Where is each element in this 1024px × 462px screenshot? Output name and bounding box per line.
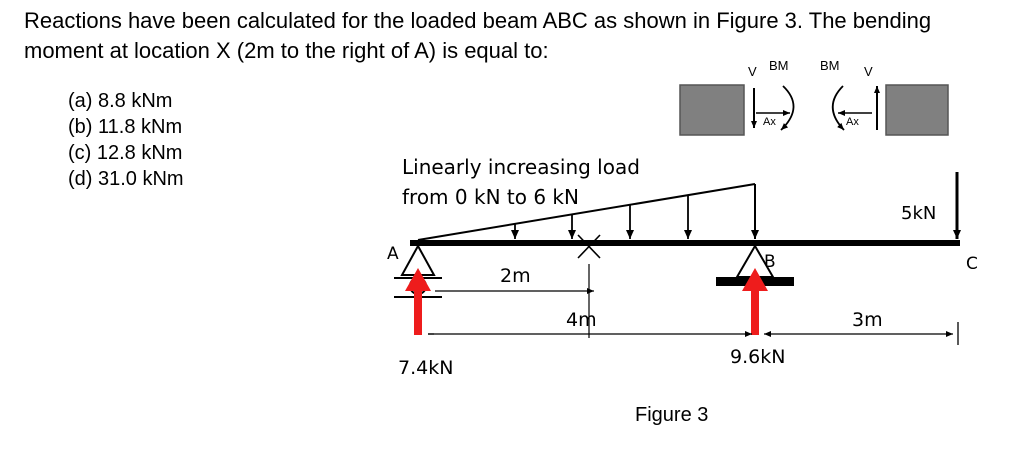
inset-moment-arrow-left bbox=[780, 85, 795, 131]
question-text: Reactions have been calculated for the l… bbox=[24, 8, 932, 63]
inset-ax-right-label: Ax bbox=[846, 116, 859, 128]
dimension-4m-label: 4m bbox=[566, 309, 597, 331]
option-d[interactable]: (d) 31.0 kNm bbox=[68, 168, 184, 190]
point-b-label: B bbox=[764, 252, 776, 272]
inset-right-block bbox=[885, 84, 949, 136]
point-load-label: 5kN bbox=[901, 203, 936, 224]
distributed-load bbox=[417, 183, 759, 241]
load-envelope-line bbox=[417, 183, 756, 241]
reaction-arrow-b bbox=[742, 268, 768, 335]
reaction-a-label: 7.4kN bbox=[398, 357, 453, 379]
inset-bm-right-label: BM bbox=[820, 58, 840, 73]
point-a-label: A bbox=[387, 244, 399, 264]
load-description-line1: Linearly increasing load bbox=[402, 155, 640, 179]
point-c-label: C bbox=[966, 254, 978, 274]
reaction-arrow-a bbox=[405, 268, 431, 335]
inset-bm-left-label: BM bbox=[769, 58, 789, 73]
inset-v-left-label: V bbox=[748, 64, 757, 79]
option-c[interactable]: (c) 12.8 kNm bbox=[68, 142, 183, 164]
inset-moment-arrow-right bbox=[831, 85, 845, 131]
inset-v-right-label: V bbox=[864, 64, 873, 79]
section-x-marker bbox=[577, 234, 601, 259]
inset-left-block bbox=[679, 84, 745, 136]
dimension-3m-label: 3m bbox=[852, 309, 883, 331]
reaction-b-label: 9.6kN bbox=[730, 346, 785, 368]
dimension-2m-label: 2m bbox=[500, 265, 531, 287]
inset-ax-left-label: Ax bbox=[763, 116, 776, 128]
load-description-line2: from 0 kN to 6 kN bbox=[402, 185, 579, 209]
option-a[interactable]: (a) 8.8 kNm bbox=[68, 90, 173, 112]
option-b[interactable]: (b) 11.8 kNm bbox=[68, 116, 183, 138]
figure-caption: Figure 3 bbox=[635, 404, 708, 426]
section-inset: V BM BM V Ax Ax bbox=[679, 58, 949, 136]
answer-options: (a) 8.8 kNm (b) 11.8 kNm (c) 12.8 kNm (d… bbox=[68, 88, 184, 192]
